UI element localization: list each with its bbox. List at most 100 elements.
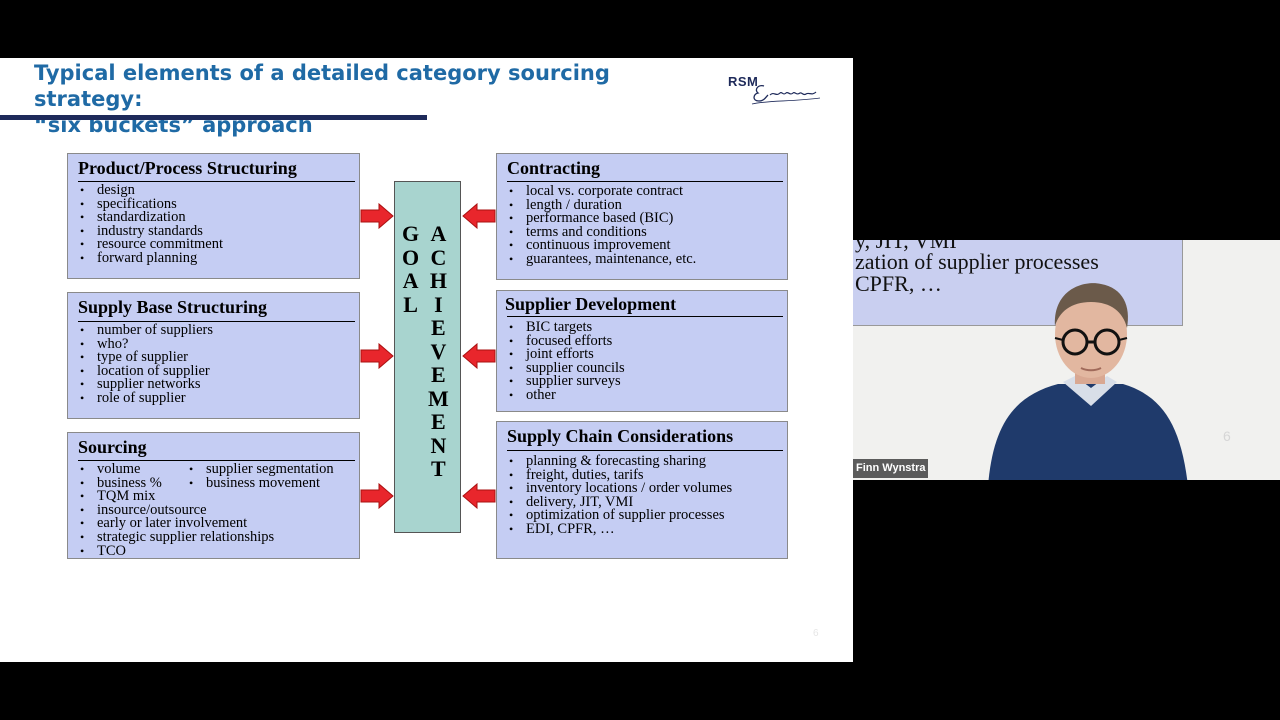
slide-title-line-1: Typical elements of a detailed category …	[34, 61, 610, 111]
achievement-letter: E	[431, 315, 446, 340]
achievement-letter: A	[430, 221, 447, 246]
arrow-right-icon	[360, 203, 394, 229]
list-item: continuous improvement	[507, 238, 696, 253]
video-background-text: y, JIT, VMI	[855, 240, 957, 253]
list-item: delivery, JIT, VMI	[507, 495, 732, 510]
bucket-title: Contracting	[507, 158, 600, 178]
participant-video-tile[interactable]: y, JIT, VMI zation of supplier processes…	[853, 240, 1280, 480]
achievement-letter: E	[431, 409, 446, 434]
title-underline	[0, 115, 427, 120]
bucket-title: Sourcing	[78, 437, 147, 457]
achievement-letter: H	[429, 268, 447, 293]
bucket-sourcing: Sourcing volume business % TQM mix insou…	[67, 432, 360, 559]
arrow-left-icon	[462, 343, 496, 369]
list-item: insource/outsource	[78, 503, 274, 518]
rsm-logo: RSM	[728, 74, 828, 108]
list-item: joint efforts	[507, 347, 625, 362]
goal-letter: O	[402, 244, 420, 270]
list-item: supplier segmentation	[187, 462, 334, 477]
list-item: business %	[78, 476, 274, 491]
list-item: volume	[78, 462, 274, 477]
bucket-item-list: BIC targets focused efforts joint effort…	[507, 320, 625, 403]
slide-page-number: 6	[813, 628, 819, 639]
achievement-letter: E	[431, 362, 446, 387]
bucket-divider	[507, 450, 783, 451]
bucket-divider	[78, 321, 355, 322]
bucket-title: Supply Chain Considerations	[507, 426, 734, 446]
list-item: design	[78, 183, 223, 198]
list-item: EDI, CPFR, …	[507, 522, 732, 537]
achievement-letter: V	[430, 338, 447, 364]
bucket-divider	[78, 181, 355, 182]
bucket-divider	[507, 316, 783, 317]
bucket-title: Supply Base Structuring	[78, 297, 268, 317]
goal-achievement-box: G O A L A C H I E V E M E N T	[394, 181, 461, 533]
logo-text: RSM	[728, 74, 759, 89]
list-item: guarantees, maintenance, etc.	[507, 252, 696, 267]
arrow-left-icon	[462, 203, 496, 229]
achievement-letter: T	[431, 456, 446, 481]
bucket-item-list: design specifications standardization in…	[78, 183, 223, 266]
achievement-letter: M	[428, 385, 449, 411]
bucket-supplier-development: Supplier Development BIC targets focused…	[496, 290, 788, 412]
bucket-contracting: Contracting local vs. corporate contract…	[496, 153, 788, 280]
list-item: early or later involvement	[78, 516, 274, 531]
list-item: BIC targets	[507, 320, 625, 335]
arrow-right-icon	[360, 343, 394, 369]
participant-avatar	[988, 283, 1188, 480]
logo-signature-icon	[751, 84, 821, 105]
bucket-supply-chain: Supply Chain Considerations planning & f…	[496, 421, 788, 559]
list-item: supplier networks	[78, 377, 213, 392]
list-item: supplier councils	[507, 361, 625, 376]
list-item: specifications	[78, 197, 223, 212]
list-item: strategic supplier relationships	[78, 530, 274, 545]
video-background-text: zation of supplier processes	[855, 249, 1099, 274]
bucket-item-list: local vs. corporate contract length / du…	[507, 184, 696, 267]
bucket-item-list: number of suppliers who? type of supplie…	[78, 323, 213, 406]
list-item: role of supplier	[78, 391, 213, 406]
bucket-item-list: volume business % TQM mix insource/outso…	[78, 462, 274, 559]
list-item: business movement	[187, 476, 334, 491]
bucket-item-list-right: supplier segmentation business movement	[187, 462, 334, 491]
video-background-page-number: 6	[1223, 428, 1231, 444]
bucket-supply-base: Supply Base Structuring number of suppli…	[67, 292, 360, 419]
slide-title: Typical elements of a detailed category …	[34, 60, 714, 138]
list-item: type of supplier	[78, 350, 213, 365]
list-item: optimization of supplier processes	[507, 508, 732, 523]
list-item: who?	[78, 337, 213, 352]
list-item: other	[507, 388, 625, 403]
bucket-item-list: planning & forecasting sharing freight, …	[507, 454, 732, 537]
arrow-right-icon	[360, 483, 394, 509]
bucket-title: Supplier Development	[505, 294, 677, 314]
list-item: number of suppliers	[78, 323, 213, 338]
achievement-letter: C	[430, 244, 447, 270]
list-item: forward planning	[78, 251, 223, 266]
list-item: focused efforts	[507, 334, 625, 349]
list-item: length / duration	[507, 198, 696, 213]
list-item: standardization	[78, 210, 223, 225]
goal-letter: A	[402, 268, 419, 293]
goal-word: G O A L	[402, 222, 419, 316]
list-item: planning & forecasting sharing	[507, 454, 732, 469]
list-item: TQM mix	[78, 489, 274, 504]
achievement-letter: N	[430, 432, 447, 458]
achievement-letter: I	[434, 291, 443, 317]
goal-letter: L	[403, 291, 418, 317]
list-item: resource commitment	[78, 237, 223, 252]
list-item: inventory locations / order volumes	[507, 481, 732, 496]
achievement-word: A C H I E V E M E N T	[428, 222, 449, 481]
list-item: terms and conditions	[507, 225, 696, 240]
bucket-divider	[507, 181, 783, 182]
list-item: industry standards	[78, 224, 223, 239]
bucket-product-process: Product/Process Structuring design speci…	[67, 153, 360, 279]
list-item: location of supplier	[78, 364, 213, 379]
participant-name-label: Finn Wynstra	[853, 459, 929, 478]
goal-letter: G	[402, 221, 420, 246]
list-item: local vs. corporate contract	[507, 184, 696, 199]
video-background-slide: y, JIT, VMI zation of supplier processes…	[853, 240, 1183, 326]
list-item: freight, duties, tarifs	[507, 468, 732, 483]
arrow-left-icon	[462, 483, 496, 509]
presentation-slide: Typical elements of a detailed category …	[0, 58, 853, 662]
list-item: supplier surveys	[507, 374, 625, 389]
list-item: TCO	[78, 544, 274, 559]
